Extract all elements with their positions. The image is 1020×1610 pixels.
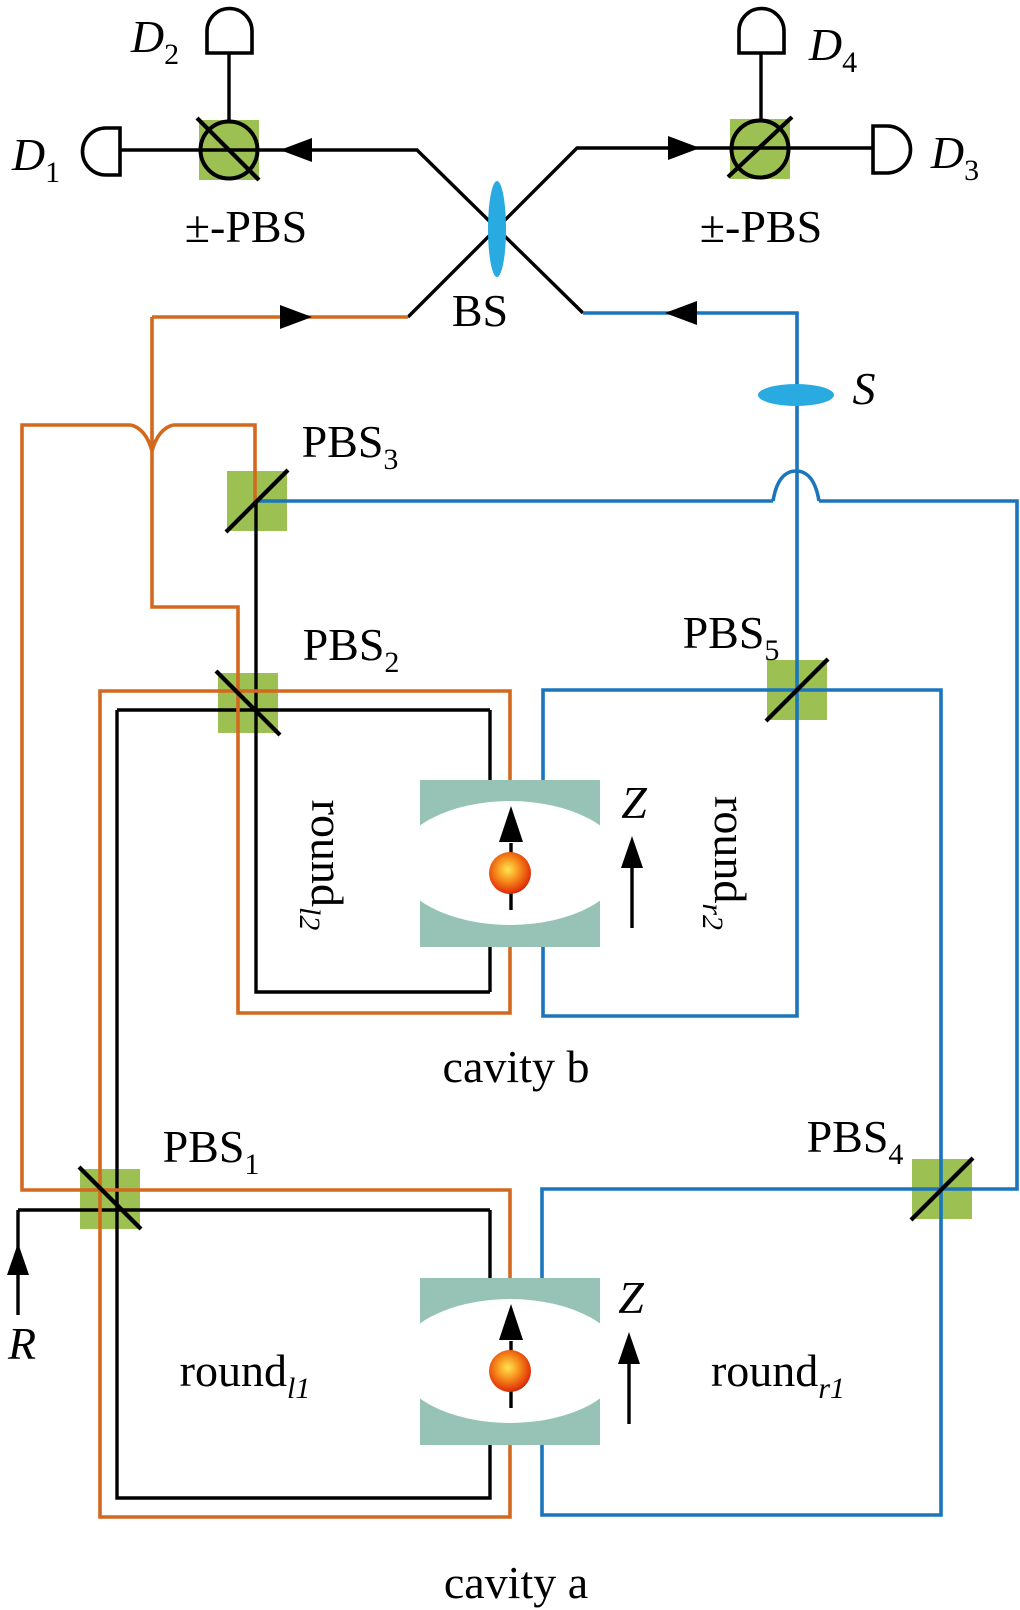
label-input-r: R bbox=[7, 1318, 36, 1369]
label-z-b: Z bbox=[621, 777, 647, 828]
detector-d3-icon bbox=[871, 124, 913, 175]
z-b-arrow-up-icon bbox=[621, 836, 643, 868]
label-round-l2: roundl2 bbox=[293, 800, 353, 931]
detector-d1-icon bbox=[80, 126, 122, 177]
atom-b-spin-arrow-icon bbox=[499, 806, 523, 842]
label-round-r2: roundr2 bbox=[696, 796, 756, 930]
label-bs: BS bbox=[452, 285, 508, 336]
label-cavity-b: cavity b bbox=[443, 1041, 590, 1092]
pm-pbs-left-circle-icon bbox=[198, 119, 260, 181]
atom-a-spin-arrow-icon bbox=[499, 1304, 523, 1340]
label-source: S bbox=[853, 363, 876, 414]
beam-direction-arrows bbox=[7, 136, 700, 1275]
label-round-r1: roundr1 bbox=[711, 1345, 845, 1405]
label-pbs1: PBS1 bbox=[163, 1121, 260, 1181]
label-pbs4: PBS4 bbox=[807, 1111, 904, 1171]
label-d2: D2 bbox=[130, 11, 179, 71]
pbs5-diagonal-icon bbox=[764, 657, 830, 723]
arrow-right-icon bbox=[280, 305, 312, 329]
cavity-a-structure bbox=[397, 1278, 623, 1445]
pm-pbs-right-diagonal-icon bbox=[726, 115, 794, 179]
detector-d2-icon bbox=[205, 6, 254, 55]
label-round-l1: roundl1 bbox=[180, 1345, 311, 1405]
detector-d4-icon bbox=[737, 6, 786, 55]
arrow-left-icon bbox=[280, 138, 312, 162]
blue-beam-path bbox=[255, 311, 1019, 1517]
label-cavity-a: cavity a bbox=[444, 1557, 588, 1608]
pm-pbs-left-diagonal-icon bbox=[195, 116, 261, 182]
atom-a-icon bbox=[489, 1350, 531, 1392]
pbs2-diagonal-icon bbox=[214, 669, 282, 737]
atom-b-icon bbox=[489, 852, 531, 894]
label-d3: D3 bbox=[930, 127, 979, 187]
arrow-up-icon bbox=[7, 1243, 29, 1275]
label-d1: D1 bbox=[11, 129, 60, 189]
label-pm-pbs-left: ±-PBS bbox=[185, 201, 307, 252]
pbs3-diagonal-icon bbox=[224, 468, 290, 534]
z-a-arrow-up-icon bbox=[618, 1332, 640, 1364]
label-pbs2: PBS2 bbox=[303, 619, 400, 679]
labels: D2 D4 D1 D3 ±-PBS ±-PBS BS S PBS3 PBS2 P… bbox=[7, 11, 979, 1608]
arrow-right-icon bbox=[668, 136, 700, 160]
label-pm-pbs-right: ±-PBS bbox=[700, 201, 822, 252]
label-z-a: Z bbox=[618, 1272, 644, 1323]
label-pbs5: PBS5 bbox=[683, 607, 780, 667]
pbs4-diagonal-icon bbox=[909, 1156, 975, 1222]
label-d4: D4 bbox=[808, 19, 857, 79]
cavity-b-structure bbox=[397, 780, 623, 947]
z-axis-arrows bbox=[618, 836, 643, 1424]
source-lens-icon bbox=[758, 384, 834, 406]
pm-pbs-right-circle-icon bbox=[729, 118, 791, 180]
bs-lens-icon bbox=[488, 181, 506, 277]
arrow-left-icon bbox=[665, 301, 697, 325]
pbs1-diagonal-icon bbox=[77, 1165, 143, 1231]
label-pbs3: PBS3 bbox=[302, 416, 399, 476]
detectors bbox=[80, 6, 913, 177]
pbs-optics-marks bbox=[77, 115, 975, 1231]
